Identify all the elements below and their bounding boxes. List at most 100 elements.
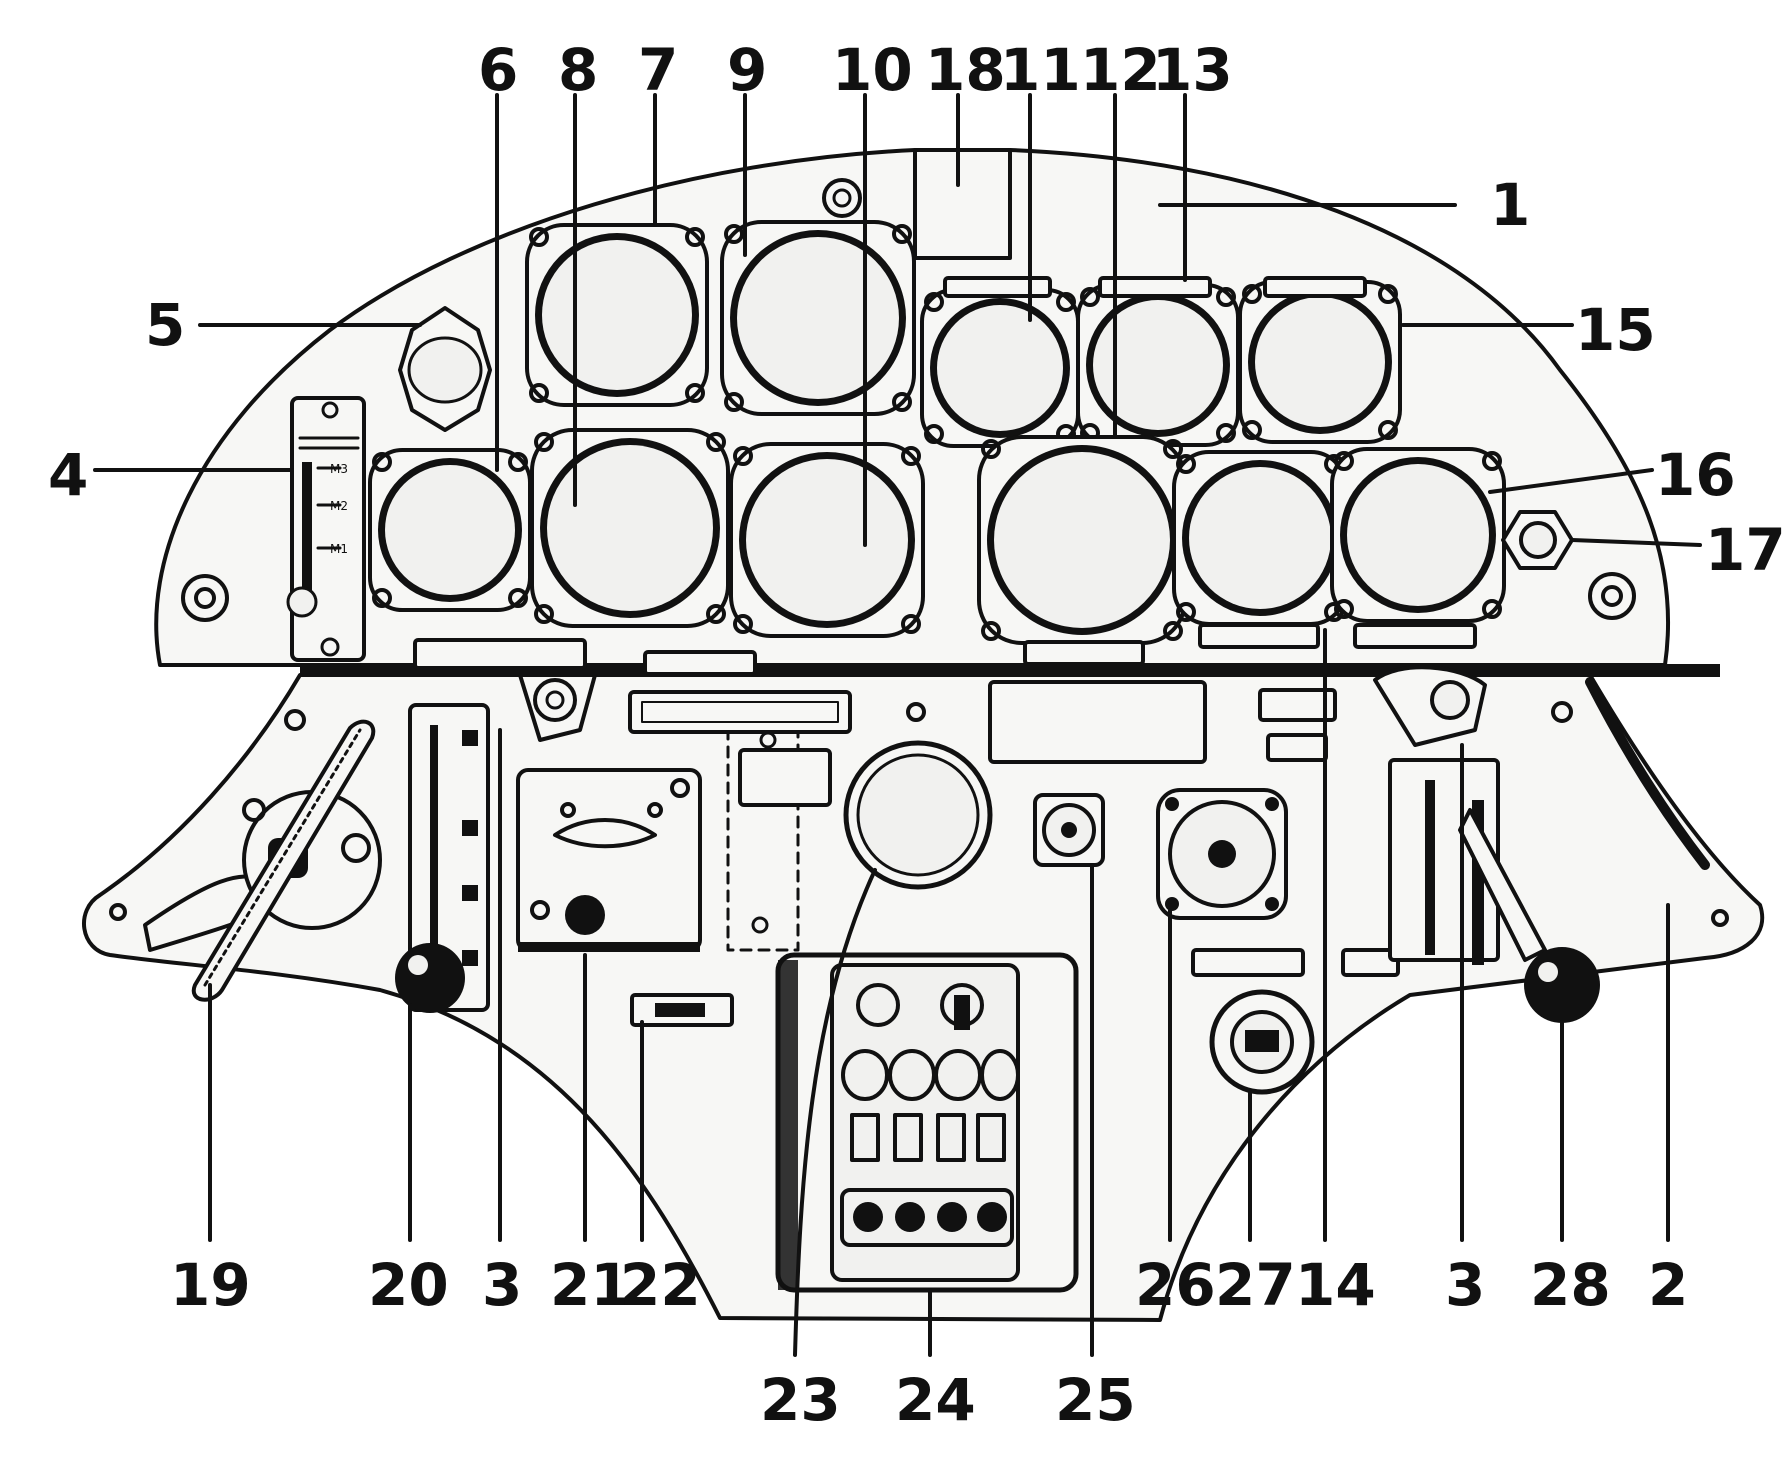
screw bbox=[508, 588, 528, 608]
toggle-switch-row[interactable] bbox=[840, 1188, 1014, 1247]
callout-11: 11 bbox=[1000, 36, 1081, 104]
screw bbox=[981, 439, 1001, 459]
screw bbox=[685, 227, 705, 247]
callout-1: 1 bbox=[1490, 171, 1530, 239]
callout-14: 14 bbox=[1295, 1251, 1376, 1319]
placard bbox=[1353, 623, 1477, 649]
placard bbox=[628, 690, 852, 734]
callout-3-left: 3 bbox=[482, 1251, 522, 1319]
screw bbox=[508, 452, 528, 472]
vertical-scale-indicator: M3 M2 M1 bbox=[286, 396, 366, 662]
indicator-window-row bbox=[850, 1113, 1006, 1162]
switch-box-21[interactable] bbox=[516, 768, 702, 952]
placard bbox=[1258, 688, 1337, 722]
screw bbox=[372, 588, 392, 608]
gauge-7 bbox=[525, 223, 709, 407]
callout-24: 24 bbox=[895, 1366, 976, 1434]
mounting-bolt bbox=[906, 702, 926, 722]
mounting-bolt bbox=[822, 178, 862, 218]
placard bbox=[1023, 640, 1145, 666]
screw bbox=[706, 432, 726, 452]
screw bbox=[1334, 599, 1354, 619]
gauge-11 bbox=[920, 288, 1080, 448]
lever-handle-19[interactable] bbox=[143, 719, 382, 1002]
dashed-outline-box bbox=[726, 723, 832, 952]
mounting-bolt bbox=[1711, 909, 1729, 927]
screw bbox=[1163, 621, 1183, 641]
placards bbox=[413, 276, 1477, 676]
callout-8: 8 bbox=[558, 36, 598, 104]
gauge-8 bbox=[530, 428, 730, 628]
screw bbox=[724, 224, 744, 244]
screw bbox=[1216, 423, 1236, 443]
gauge-12 bbox=[977, 435, 1187, 645]
gauge-6 bbox=[368, 448, 532, 612]
callout-25: 25 bbox=[1055, 1366, 1136, 1434]
mounting-bolt bbox=[1551, 701, 1573, 723]
gauge-15 bbox=[1238, 280, 1402, 444]
fuse-knob-27[interactable] bbox=[1209, 989, 1315, 1095]
screw bbox=[924, 292, 944, 312]
placard bbox=[1191, 948, 1305, 977]
switch-panel-24[interactable] bbox=[775, 952, 1079, 1293]
screw bbox=[529, 383, 549, 403]
callout-18: 18 bbox=[925, 36, 1006, 104]
round-gauge-23 bbox=[843, 740, 993, 890]
screw bbox=[892, 224, 912, 244]
callout-2: 2 bbox=[1648, 1251, 1688, 1319]
placard bbox=[1098, 276, 1212, 298]
gauge-16 bbox=[1330, 447, 1506, 623]
scale-mark-m2: M2 bbox=[330, 499, 348, 513]
screw bbox=[1482, 451, 1502, 471]
callout-16: 16 bbox=[1655, 441, 1736, 509]
screw bbox=[534, 432, 554, 452]
lever-handle-28[interactable] bbox=[1458, 800, 1600, 1023]
callout-21: 21 bbox=[550, 1251, 631, 1319]
screw bbox=[1334, 451, 1354, 471]
callout-4: 4 bbox=[48, 441, 88, 509]
gauge-13 bbox=[1076, 283, 1240, 447]
gauge-9 bbox=[720, 220, 916, 416]
placard bbox=[1263, 276, 1367, 298]
throttle-slot-20[interactable] bbox=[395, 703, 490, 1013]
placard bbox=[1341, 948, 1400, 977]
callout-27: 27 bbox=[1215, 1251, 1296, 1319]
small-selector-knob-25[interactable] bbox=[1033, 793, 1105, 867]
callout-10: 10 bbox=[832, 36, 913, 104]
screw bbox=[685, 383, 705, 403]
gauge-26 bbox=[1156, 788, 1288, 920]
screw bbox=[901, 614, 921, 634]
callout-3-right: 3 bbox=[1445, 1251, 1485, 1319]
screw bbox=[1056, 292, 1076, 312]
callout-19: 19 bbox=[170, 1251, 251, 1319]
screw bbox=[1378, 420, 1398, 440]
gauge-14 bbox=[1172, 450, 1348, 626]
leader-lines bbox=[93, 93, 1702, 1357]
callout-7: 7 bbox=[638, 36, 678, 104]
scale-mark-m1: M1 bbox=[330, 542, 348, 556]
mounting-bolt bbox=[181, 574, 229, 622]
screw bbox=[724, 392, 744, 412]
screw bbox=[1242, 420, 1262, 440]
gauge-10 bbox=[729, 442, 925, 638]
screw bbox=[1163, 439, 1183, 459]
callout-20: 20 bbox=[368, 1251, 449, 1319]
screw bbox=[1176, 602, 1196, 622]
placard bbox=[643, 650, 757, 676]
screw bbox=[733, 614, 753, 634]
callout-17: 17 bbox=[1705, 516, 1786, 584]
screw bbox=[1482, 599, 1502, 619]
callout-13: 13 bbox=[1152, 36, 1233, 104]
mounting-bolt bbox=[1588, 572, 1636, 620]
indicator-tag-22 bbox=[630, 993, 734, 1027]
callout-labels: 6 8 7 9 10 18 11 12 13 1 5 15 4 16 17 19… bbox=[48, 36, 1786, 1434]
screw bbox=[1080, 287, 1100, 307]
callout-15: 15 bbox=[1575, 296, 1656, 364]
rotary-knob-17[interactable] bbox=[1501, 510, 1574, 570]
mounting-bracket-3-left bbox=[518, 673, 597, 742]
screw bbox=[924, 424, 944, 444]
screw bbox=[981, 621, 1001, 641]
screw bbox=[706, 604, 726, 624]
